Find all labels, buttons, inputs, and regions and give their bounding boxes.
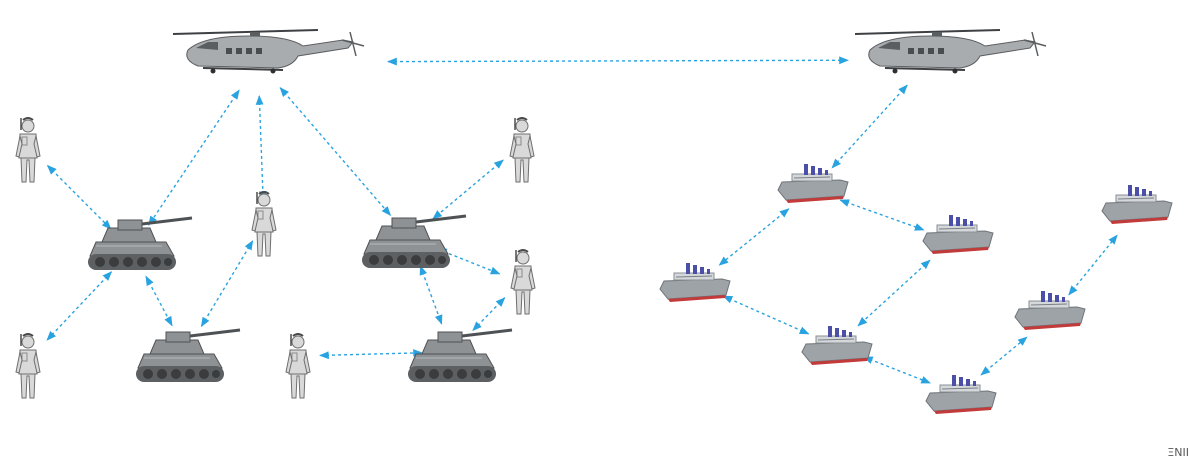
link-ship-2-ship-4 (722, 295, 810, 335)
ship-1-ship-icon (777, 163, 849, 204)
link-heli-1-tank-1 (148, 89, 240, 226)
link-ship-5-ship-6 (980, 336, 1028, 376)
link-heli-1-tank-3 (279, 86, 392, 217)
ship-2-ship-icon (659, 262, 731, 303)
tank-4-tank-icon (406, 328, 514, 384)
link-soldier-4-tank-3 (432, 159, 504, 220)
link-tank-1-tank-2 (145, 275, 173, 327)
tank-2-tank-icon (134, 328, 242, 384)
link-ship-1-ship-3 (839, 199, 925, 231)
soldier-3-soldier-icon (251, 191, 277, 257)
link-soldier-5-tank-4 (319, 349, 423, 360)
link-tank-1-soldier-2 (46, 271, 113, 341)
link-soldier-6-tank-4 (472, 297, 506, 332)
link-tank-2-soldier-3 (200, 240, 254, 328)
link-heli-1-soldier-3 (255, 94, 267, 201)
link-ship-4-ship-5 (863, 356, 931, 384)
heli-1-helicopter-icon (172, 29, 365, 75)
link-ship-6-ship-7 (1068, 234, 1118, 296)
link-ship-3-ship-4 (857, 259, 931, 327)
ship-4-ship-icon (801, 325, 873, 366)
soldier-2-soldier-icon (15, 333, 41, 399)
corner-mark: ΞΝΙΙ (1167, 446, 1189, 459)
link-heli-2-ship-1 (831, 84, 908, 169)
soldier-4-soldier-icon (509, 117, 535, 183)
link-tank-3-soldier-6 (436, 248, 501, 275)
soldier-1-soldier-icon (15, 117, 41, 183)
tank-1-tank-icon (86, 216, 194, 272)
link-ship-1-ship-2 (718, 208, 790, 266)
heli-2-helicopter-icon (854, 29, 1047, 75)
nodes-layer (15, 29, 1173, 415)
ship-5-ship-icon (925, 374, 997, 415)
soldier-5-soldier-icon (285, 333, 311, 399)
link-heli-1-heli-2 (387, 56, 849, 66)
ship-6-ship-icon (1014, 290, 1086, 331)
link-tank-3-tank-4 (419, 265, 443, 325)
ship-7-ship-icon (1101, 184, 1173, 225)
ship-3-ship-icon (922, 214, 994, 255)
links-layer (46, 56, 1118, 384)
tank-3-tank-icon (360, 214, 468, 270)
link-soldier-1-tank-1 (46, 164, 112, 230)
soldier-6-soldier-icon (510, 249, 536, 315)
